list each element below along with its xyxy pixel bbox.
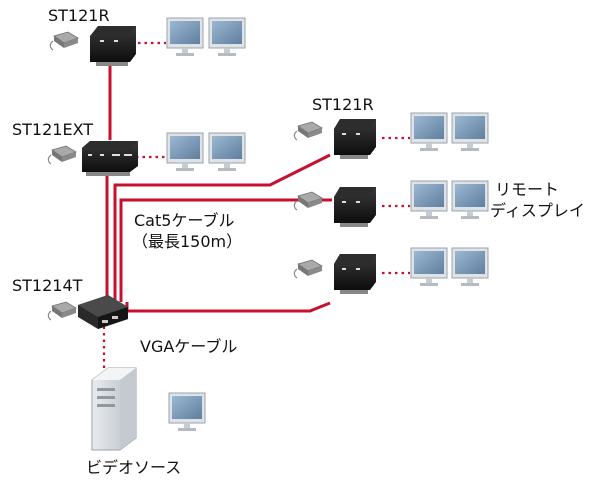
st121r-top-unit [49,17,246,66]
extender-box-icon [334,187,376,227]
power-adapter-icon [293,121,323,141]
lcd-monitor-icon [451,112,489,152]
extender-box-icon [334,254,376,294]
label-vga-cable: VGAケーブル [140,337,238,356]
cat5-cable-r3 [125,301,331,313]
st121r-right-unit-3 [293,247,489,294]
label-video-source: ビデオソース [86,458,182,477]
lcd-monitor-icon [451,247,489,287]
extender-box-icon [334,119,376,159]
cat5-cables [105,60,332,313]
cat5-cable-r2 [119,198,332,302]
extender-box-icon [82,141,138,176]
lcd-monitor-icon [410,247,448,287]
label-cat5-cable: Cat5ケーブル [134,211,235,230]
power-adapter-icon [293,259,323,279]
label-display: ディスプレイ [490,201,585,220]
lcd-monitor-icon [208,17,246,57]
label-st121r-top: ST121R [48,6,110,25]
lcd-monitor-icon [208,132,246,172]
lcd-monitor-icon [451,180,489,220]
lcd-monitor-icon [166,17,204,57]
label-st121r-right: ST121R [312,95,374,114]
lcd-monitor-icon [410,180,448,220]
label-remote: リモート [495,180,560,199]
extender-box-icon [90,26,136,66]
tower-pc-icon [91,367,137,451]
st121ext-unit [47,132,246,176]
st1214t-unit [47,295,128,329]
st121r-right-unit-1 [293,112,489,159]
power-adapter-icon [47,301,77,321]
lcd-monitor-icon [166,132,204,172]
cat5-cable-r1 [113,153,331,302]
label-st1214t: ST1214T [12,276,83,295]
vga-cables [102,41,410,368]
power-adapter-icon [49,31,79,51]
power-adapter-icon [293,191,323,211]
lcd-monitor-icon [168,392,206,432]
video-source-unit [91,367,206,451]
power-adapter-icon [47,145,77,165]
label-st121ext: ST121EXT [12,120,94,139]
label-cat5-max-length: （最長150m） [132,232,243,251]
extender-box-icon [78,295,128,329]
st121r-right-unit-2 [293,180,489,227]
lcd-monitor-icon [410,112,448,152]
